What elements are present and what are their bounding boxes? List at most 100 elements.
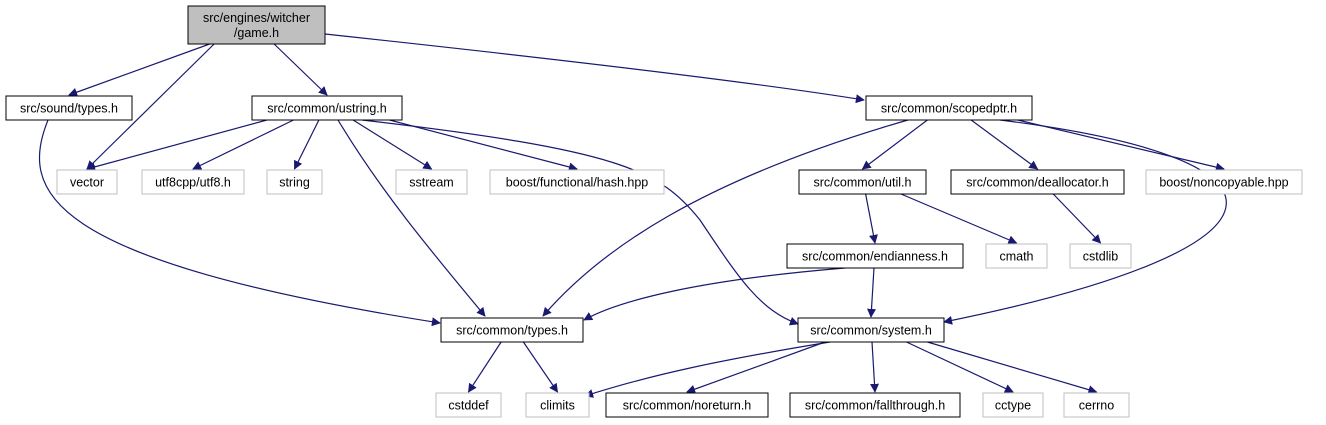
edge-game_h-to-ustring	[273, 43, 328, 96]
node-label: cstdlib	[1083, 250, 1118, 264]
node-label: vector	[70, 176, 104, 190]
node-cctype: cctype	[982, 392, 1044, 418]
edge-ustring-to-vector	[86, 119, 268, 172]
node-climits: climits	[525, 392, 590, 418]
node-cmath: cmath	[985, 243, 1048, 269]
edge-ustring-to-utf8	[192, 119, 294, 170]
node-label: utf8cpp/utf8.h	[155, 176, 231, 190]
node-label: src/engines/witcher	[203, 11, 310, 25]
node-box	[786, 243, 964, 269]
node-box	[865, 95, 1033, 121]
node-vector: vector	[56, 169, 118, 195]
edge-system-to-cctype	[906, 341, 1014, 393]
node-box	[798, 169, 927, 195]
edge-ustring-to-boost_hash	[389, 119, 578, 172]
node-deallocator[interactable]: src/common/deallocator.h	[950, 169, 1125, 195]
node-string: string	[266, 169, 323, 195]
edge-scopedptr-to-deallocator	[970, 119, 1039, 170]
node-box	[1063, 392, 1130, 418]
edges-layer	[38, 33, 1227, 398]
node-sound_types[interactable]: src/sound/types.h	[5, 95, 133, 121]
edge-ustring-to-string	[293, 119, 320, 170]
edge-ustring-to-sstream	[352, 119, 433, 170]
node-label: sstream	[409, 176, 453, 190]
edge-scopedptr-to-common_types	[542, 119, 909, 317]
node-label: cctype	[995, 399, 1031, 413]
node-label: src/common/endianness.h	[802, 250, 948, 264]
node-noncopyable: boost/noncopyable.hpp	[1145, 169, 1303, 195]
node-label: string	[279, 176, 310, 190]
node-cstdlib: cstdlib	[1069, 243, 1132, 269]
node-endianness[interactable]: src/common/endianness.h	[786, 243, 964, 269]
node-box	[789, 392, 961, 418]
node-label: cstddef	[448, 399, 489, 413]
node-boost_hash: boost/functional/hash.hpp	[489, 169, 665, 195]
node-sstream: sstream	[395, 169, 468, 195]
node-common_types[interactable]: src/common/types.h	[440, 317, 584, 343]
edge-deallocator-to-cstdlib	[1052, 193, 1102, 244]
node-utf8: utf8cpp/utf8.h	[141, 169, 245, 195]
node-box	[56, 169, 118, 195]
node-box	[489, 169, 665, 195]
node-label: src/common/system.h	[810, 324, 932, 338]
edge-ustring-to-common_types	[337, 119, 486, 317]
edge-endianness-to-system	[867, 267, 876, 318]
node-label: /game.h	[234, 26, 279, 40]
node-box	[1145, 169, 1303, 195]
node-util[interactable]: src/common/util.h	[798, 169, 927, 195]
node-box	[1069, 243, 1132, 269]
node-box	[251, 95, 403, 121]
edge-system-to-cerrno	[927, 341, 1098, 395]
node-game_h[interactable]: src/engines/witcher/game.h	[187, 5, 326, 45]
node-box	[525, 392, 590, 418]
node-cstddef: cstddef	[435, 392, 502, 418]
node-label: src/common/deallocator.h	[966, 176, 1108, 190]
node-label: climits	[540, 399, 575, 413]
edge-util-to-endianness	[865, 193, 878, 244]
edge-scopedptr-to-util	[861, 119, 928, 170]
node-label: boost/functional/hash.hpp	[506, 176, 649, 190]
edge-game_h-to-scopedptr	[324, 33, 865, 104]
edge-endianness-to-common_types	[583, 267, 846, 321]
node-box	[5, 95, 133, 121]
node-box	[982, 392, 1044, 418]
edge-game_h-to-sound_types	[68, 43, 210, 97]
edge-system-to-climits	[584, 341, 831, 398]
node-box	[950, 169, 1125, 195]
node-label: src/common/scopedptr.h	[881, 102, 1017, 116]
edge-common_types-to-climits	[522, 341, 559, 393]
node-label: src/sound/types.h	[20, 102, 118, 116]
node-label: boost/noncopyable.hpp	[1159, 176, 1288, 190]
edge-system-to-fallthrough	[870, 341, 880, 393]
node-box	[440, 317, 584, 343]
node-box	[797, 317, 945, 343]
node-box	[187, 5, 326, 45]
edge-scopedptr-to-system	[943, 119, 1227, 325]
node-box	[395, 169, 468, 195]
node-label: cmath	[999, 250, 1033, 264]
node-noreturn[interactable]: src/common/noreturn.h	[605, 392, 769, 418]
node-scopedptr[interactable]: src/common/scopedptr.h	[865, 95, 1033, 121]
node-box	[266, 169, 323, 195]
node-box	[985, 243, 1048, 269]
node-label: src/common/fallthrough.h	[805, 399, 945, 413]
node-cerrno: cerrno	[1063, 392, 1130, 418]
node-box	[435, 392, 502, 418]
node-system[interactable]: src/common/system.h	[797, 317, 945, 343]
node-box	[605, 392, 769, 418]
edge-common_types-to-cstddef	[467, 341, 502, 393]
node-box	[141, 169, 245, 195]
edge-util-to-cmath	[900, 193, 1018, 244]
edge-game_h-to-vector	[86, 43, 215, 170]
node-label: src/common/noreturn.h	[623, 399, 752, 413]
node-label: cerrno	[1079, 399, 1114, 413]
nodes-layer: src/engines/witcher/game.h src/sound/type…	[5, 5, 1303, 418]
node-fallthrough[interactable]: src/common/fallthrough.h	[789, 392, 961, 418]
edge-scopedptr-to-noncopyable	[1017, 119, 1225, 172]
node-label: src/common/ustring.h	[267, 102, 387, 116]
node-label: src/common/util.h	[814, 176, 912, 190]
node-ustring[interactable]: src/common/ustring.h	[251, 95, 403, 121]
edge-sound_types-to-common_types	[38, 119, 441, 327]
edge-ustring-to-system	[361, 119, 799, 326]
